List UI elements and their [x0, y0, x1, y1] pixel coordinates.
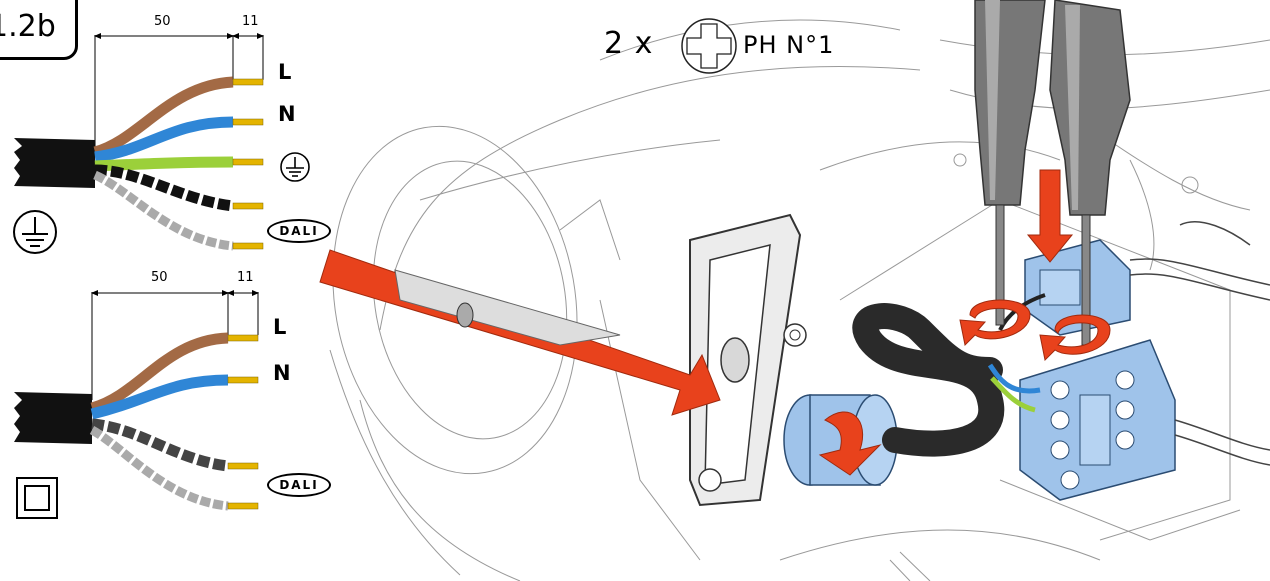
bottom-live-label: L: [273, 315, 287, 339]
grey-wire-2: [89, 426, 229, 511]
bottom-tip-dimension: 11: [237, 270, 254, 285]
protective-earth-icon: [13, 210, 57, 254]
top-live-label: L: [278, 60, 292, 84]
top-dali-badge: DALI: [267, 219, 331, 243]
top-strip-dimension: 50: [154, 14, 171, 29]
luminaire-housing: [329, 19, 1270, 581]
brown-wire-2: [90, 332, 229, 414]
cable-insert-arrow: [319, 249, 721, 416]
step-badge: 1.2b: [0, 0, 78, 60]
blue-wire: [94, 116, 234, 163]
top-cable: [13, 33, 310, 254]
tool-type: PH N°1: [743, 31, 835, 59]
green-yellow-wire: [94, 156, 234, 172]
step-label: 1.2b: [0, 9, 56, 44]
brown-wire: [93, 76, 234, 158]
terminal-block-dali: [1024, 239, 1131, 336]
bottom-neutral-label: N: [273, 361, 291, 385]
rotation-arrows: [959, 169, 1111, 362]
bottom-strip-dimension: 50: [151, 270, 168, 285]
screwdriver-right: [1049, 0, 1131, 346]
terminal-block-main: [1019, 339, 1176, 501]
tool-quantity: 2 x: [604, 26, 654, 61]
top-tip-dimension: 11: [242, 14, 259, 29]
bottom-cable: [14, 290, 259, 519]
supply-cable: [852, 303, 1005, 457]
grey-wire: [93, 170, 234, 251]
black-wire: [94, 164, 234, 212]
phillips-screw-icon: [681, 18, 737, 74]
screwdriver-left: [974, 0, 1046, 326]
top-neutral-label: N: [278, 102, 296, 126]
bottom-dali-badge: DALI: [267, 473, 331, 497]
earth-icon: [280, 152, 310, 182]
cable-gland: [783, 394, 898, 486]
right-cables: [1129, 221, 1270, 466]
dark-grey-wire: [91, 418, 229, 472]
double-insulation-icon: [16, 477, 58, 519]
blue-wire-2: [90, 374, 229, 420]
gland-plate: [689, 213, 807, 507]
